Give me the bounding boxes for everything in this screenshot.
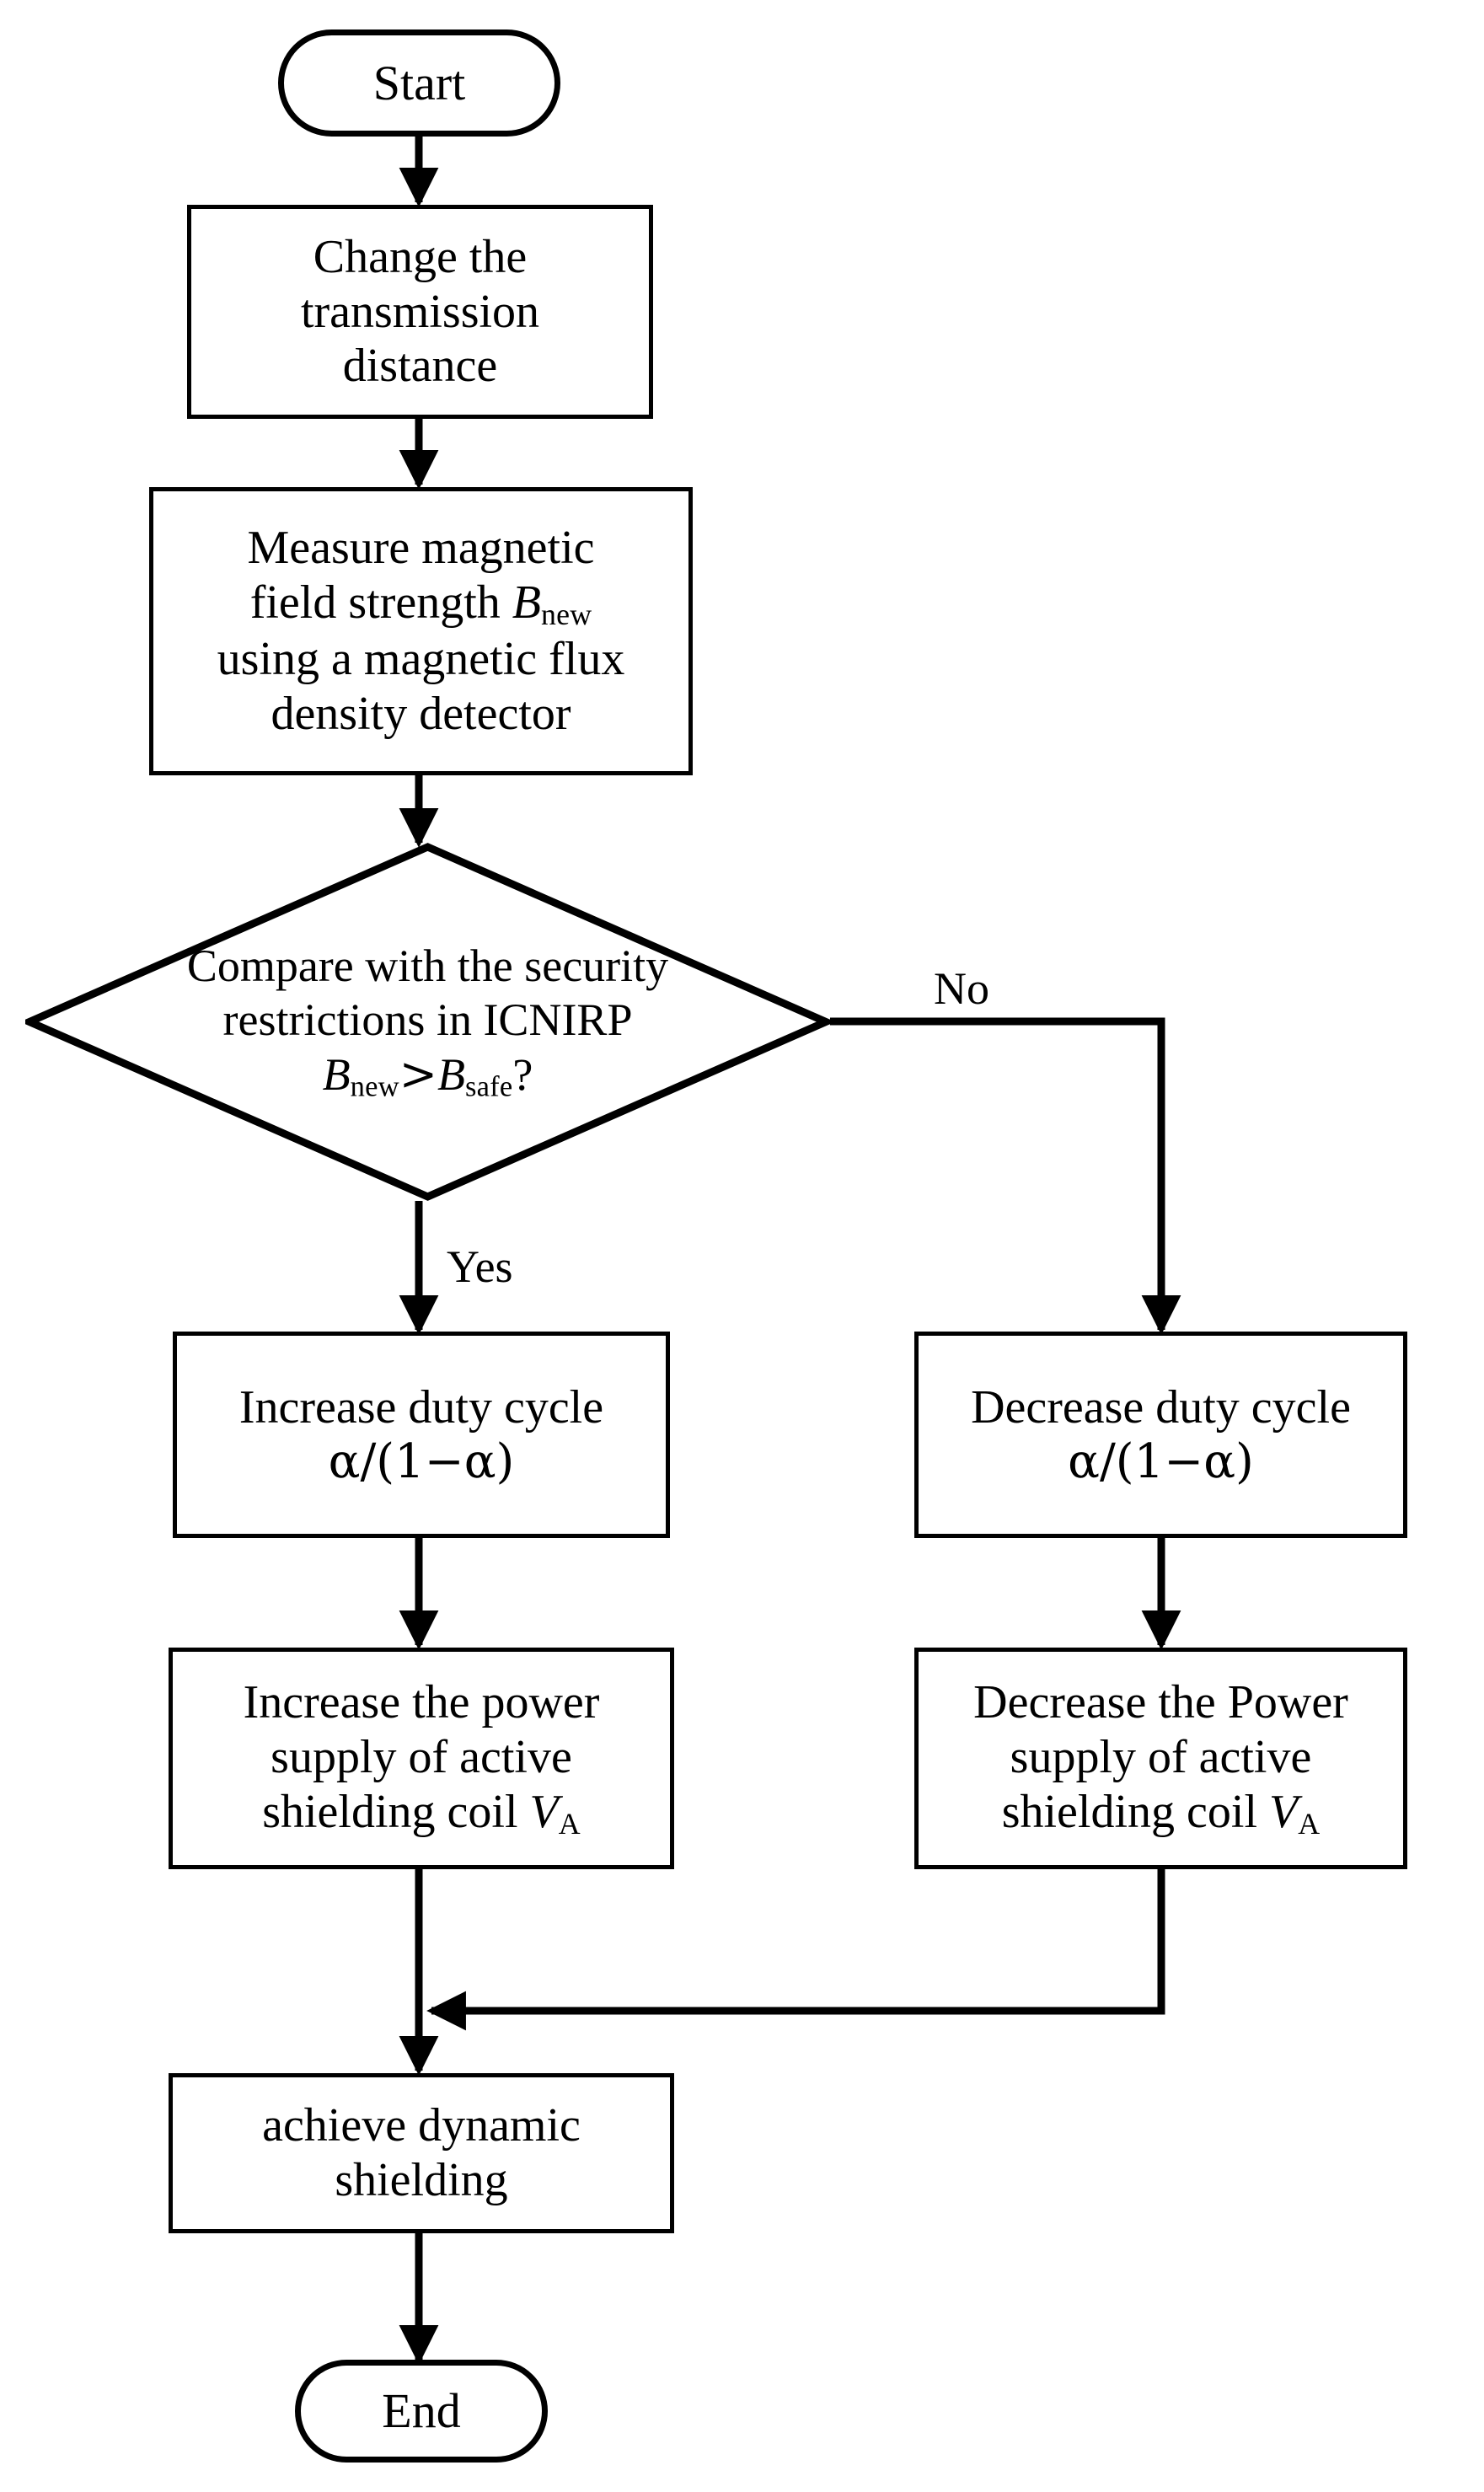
- measure-line-1: Measure magnetic: [247, 521, 595, 574]
- edge-decrease-power-merge: [426, 1869, 1165, 2031]
- decision-symbol-b-new-subscript: new: [350, 1070, 399, 1103]
- change-distance-line-2: transmission: [300, 285, 540, 338]
- node-start[interactable]: Start: [278, 29, 560, 137]
- decision-line-1: Compare with the security: [186, 940, 669, 991]
- node-decision-text: Compare with the security restrictions i…: [138, 939, 718, 1106]
- node-increase-power-text: Increase the power supply of active shie…: [173, 1675, 670, 1841]
- decrease-duty-formula: α/(1−α): [1068, 1434, 1254, 1489]
- decrease-power-symbol-v: V: [1269, 1785, 1299, 1838]
- node-increase-power[interactable]: Increase the power supply of active shie…: [169, 1648, 674, 1869]
- node-achieve-dynamic-shielding[interactable]: achieve dynamic shielding: [169, 2073, 674, 2233]
- decrease-power-line-3-prefix: shielding coil: [1001, 1785, 1269, 1838]
- decision-question-mark: ?: [512, 1049, 533, 1101]
- decrease-power-line-3: shielding coil VA: [1001, 1785, 1321, 1841]
- increase-duty-formula: α/(1−α): [328, 1434, 515, 1489]
- decrease-power-symbol-v-subscript: A: [1298, 1806, 1321, 1841]
- measure-line-2: field strength Bnew: [249, 576, 592, 631]
- measure-line-2-prefix: field strength: [249, 576, 512, 629]
- decision-symbol-b-safe: B: [437, 1049, 465, 1101]
- edge-label-yes: Yes: [447, 1241, 513, 1292]
- node-measure-field[interactable]: Measure magnetic field strength Bnew usi…: [149, 487, 693, 775]
- node-decrease-power-text: Decrease the Power supply of active shie…: [919, 1675, 1403, 1841]
- achieve-line-2: shielding: [335, 2154, 508, 2206]
- decision-operator: >: [399, 1048, 437, 1101]
- measure-symbol-b: B: [512, 576, 541, 629]
- node-measure-field-text: Measure magnetic field strength Bnew usi…: [153, 521, 688, 742]
- decrease-duty-line-1: Decrease duty cycle: [971, 1380, 1351, 1434]
- decision-expression: Bnew>Bsafe?: [322, 1048, 533, 1103]
- decision-line-2: restrictions in ICNIRP: [222, 994, 633, 1046]
- node-end[interactable]: End: [295, 2360, 548, 2463]
- increase-power-symbol-v: V: [529, 1785, 559, 1838]
- increase-power-line-1: Increase the power: [243, 1675, 600, 1728]
- node-change-distance[interactable]: Change the transmission distance: [187, 205, 653, 419]
- decision-diamond-shape: [25, 843, 830, 1201]
- decision-symbol-b-safe-subscript: safe: [465, 1070, 513, 1103]
- decrease-power-line-2: supply of active: [1010, 1730, 1312, 1783]
- measure-symbol-b-subscript: new: [540, 597, 592, 631]
- node-decision[interactable]: Compare with the security restrictions i…: [25, 843, 830, 1201]
- increase-power-symbol-v-subscript: A: [558, 1806, 581, 1841]
- node-decrease-power[interactable]: Decrease the Power supply of active shie…: [914, 1648, 1407, 1869]
- decision-symbol-b-new: B: [322, 1049, 351, 1101]
- measure-line-4: density detector: [271, 688, 571, 741]
- node-increase-duty[interactable]: Increase duty cycle α/(1−α): [173, 1332, 670, 1538]
- node-achieve-text: achieve dynamic shielding: [173, 2098, 670, 2208]
- edge-decision-no-to-decrease-duty: [830, 1017, 1181, 1335]
- node-decrease-duty[interactable]: Decrease duty cycle α/(1−α): [914, 1332, 1407, 1538]
- edge-label-no: No: [934, 963, 989, 1014]
- node-start-label: Start: [372, 55, 466, 110]
- increase-power-line-3-prefix: shielding coil: [262, 1785, 530, 1838]
- change-distance-line-1: Change the: [313, 230, 528, 283]
- node-increase-duty-text: Increase duty cycle α/(1−α): [177, 1380, 666, 1490]
- increase-power-line-2: supply of active: [271, 1730, 572, 1783]
- decrease-power-line-1: Decrease the Power: [973, 1675, 1348, 1728]
- increase-duty-line-1: Increase duty cycle: [238, 1380, 604, 1434]
- increase-power-line-3: shielding coil VA: [262, 1785, 581, 1841]
- change-distance-line-3: distance: [342, 340, 498, 393]
- node-end-label: End: [382, 2383, 461, 2439]
- measure-line-3: using a magnetic flux: [217, 633, 625, 686]
- node-change-distance-text: Change the transmission distance: [191, 230, 649, 394]
- node-decrease-duty-text: Decrease duty cycle α/(1−α): [919, 1380, 1403, 1490]
- achieve-line-1: achieve dynamic: [262, 2099, 581, 2152]
